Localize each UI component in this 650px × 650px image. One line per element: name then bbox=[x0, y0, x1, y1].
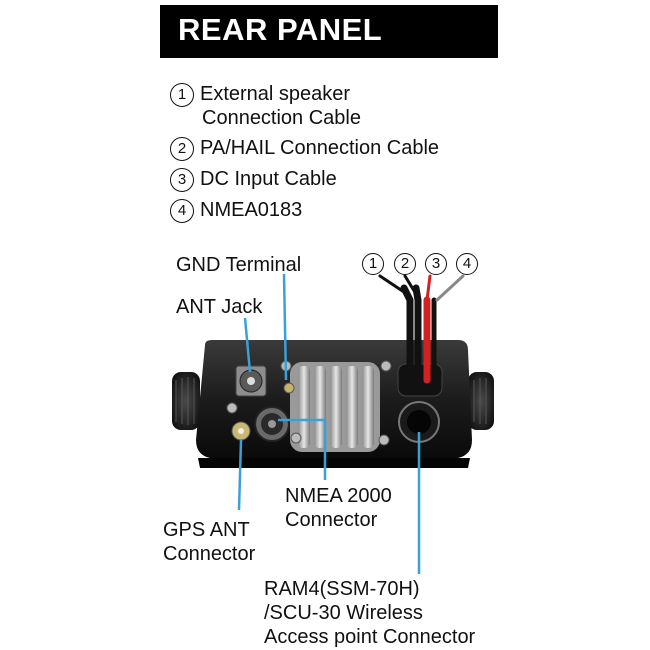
cables bbox=[378, 274, 465, 384]
legend-item-4: 4 NMEA0183 bbox=[170, 198, 302, 223]
leader-ant bbox=[243, 317, 252, 373]
legend-item-2: 2 PA/HAIL Connection Cable bbox=[170, 136, 439, 161]
leader-gps bbox=[237, 439, 243, 511]
label-ram4-1: RAM4(SSM-70H) bbox=[264, 578, 420, 600]
ant-jack bbox=[235, 365, 267, 397]
label-ant-jack: ANT Jack bbox=[176, 296, 263, 318]
right-knob bbox=[468, 372, 494, 430]
nmea2000-connector bbox=[254, 406, 290, 442]
label-nmea2000-2: Connector bbox=[285, 509, 378, 531]
left-knob bbox=[172, 372, 200, 430]
legend-label-1: External speaker bbox=[200, 83, 351, 105]
legend-label-3: DC Input Cable bbox=[200, 168, 337, 190]
page-title: REAR PANEL bbox=[178, 12, 383, 47]
legend-item-3: 3 DC Input Cable bbox=[170, 167, 337, 192]
legend-number-4: 4 bbox=[170, 199, 194, 223]
cable-number-4: 4 bbox=[456, 253, 478, 275]
legend-number-3: 3 bbox=[170, 168, 194, 192]
label-gps-ant-2: Connector bbox=[163, 543, 256, 565]
heatsink-fins bbox=[298, 366, 374, 448]
cable-number-3: 3 bbox=[425, 253, 447, 275]
cable-number-2: 2 bbox=[394, 253, 416, 275]
legend-number-1: 1 bbox=[170, 83, 194, 107]
legend-label-2: PA/HAIL Connection Cable bbox=[200, 137, 440, 159]
header-bar bbox=[160, 5, 498, 58]
label-ram4-2: /SCU-30 Wireless bbox=[264, 602, 423, 624]
leader-lines bbox=[237, 273, 421, 574]
label-gnd-terminal: GND Terminal bbox=[176, 254, 302, 276]
gps-ant-connector bbox=[231, 421, 251, 441]
ram4-connector bbox=[398, 401, 440, 443]
label-gps-ant-1: GPS ANT bbox=[163, 519, 250, 541]
legend-label-4: NMEA0183 bbox=[200, 199, 303, 221]
cable-number-1: 1 bbox=[362, 253, 384, 275]
legend-number-2: 2 bbox=[170, 137, 194, 161]
legend-label-1-cont: Connection Cable bbox=[202, 107, 361, 129]
leader-gnd bbox=[282, 273, 288, 381]
label-ram4-3: Access point Connector bbox=[264, 626, 476, 648]
gnd-terminal bbox=[283, 382, 295, 394]
label-nmea2000-1: NMEA 2000 bbox=[285, 485, 392, 507]
leader-nmea2000 bbox=[278, 418, 327, 480]
legend-item-1: 1 External speaker bbox=[170, 82, 350, 107]
screws bbox=[226, 360, 392, 446]
